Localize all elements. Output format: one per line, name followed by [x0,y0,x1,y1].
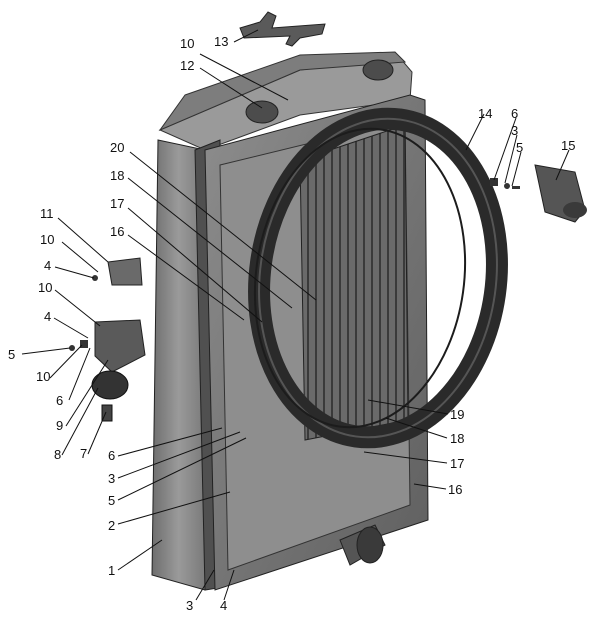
label-16-upper: 16 [110,224,124,239]
label-1: 1 [108,563,115,578]
label-6-right: 6 [511,106,518,121]
label-12: 12 [180,58,194,73]
label-5-left: 5 [8,347,15,362]
left-upper-bracket-part [107,257,143,286]
fasteners-left-part [69,275,98,351]
label-20: 20 [110,140,124,155]
label-3-right: 3 [511,123,518,138]
label-7: 7 [80,446,87,461]
label-6-left: 6 [56,393,63,408]
label-18-upper: 18 [110,168,124,183]
fan-shroud-ring-part [248,107,508,449]
label-4-left-b: 4 [44,309,51,324]
label-3-bottom: 3 [186,598,193,613]
label-11: 11 [40,206,54,221]
part-labels: 13 10 12 14 6 3 5 15 20 18 17 16 11 10 4… [8,34,575,613]
bushing-part [101,404,113,422]
label-4-bottom: 4 [220,598,227,613]
upper-tank-part [158,51,413,151]
label-17-lower: 17 [450,456,464,471]
label-14: 14 [478,106,492,121]
label-9: 9 [56,418,63,433]
label-5-right: 5 [516,140,523,155]
rubber-cushion-part [91,370,129,400]
label-16-lower: 16 [448,482,462,497]
leader-lines [21,29,570,601]
label-8: 8 [54,447,61,462]
label-6-lower: 6 [108,448,115,463]
label-10-top: 10 [180,36,194,51]
fasteners-right-part [490,178,520,189]
top-bracket-part [239,11,326,47]
label-10-left-c: 10 [36,369,50,384]
label-15: 15 [561,138,575,153]
label-3-lower: 3 [108,471,115,486]
label-18-lower: 18 [450,431,464,446]
label-5-lower: 5 [108,493,115,508]
left-lower-bracket-part [94,319,146,373]
label-13: 13 [214,34,228,49]
label-17-upper: 17 [110,196,124,211]
label-10-left-b: 10 [38,280,52,295]
outlet-pipe-part [339,524,386,566]
label-4-left-a: 4 [44,258,51,273]
label-2: 2 [108,518,115,533]
label-10-left-a: 10 [40,232,54,247]
cooling-core-part [299,124,409,441]
label-19: 19 [450,407,464,422]
right-bracket-part [534,164,587,223]
